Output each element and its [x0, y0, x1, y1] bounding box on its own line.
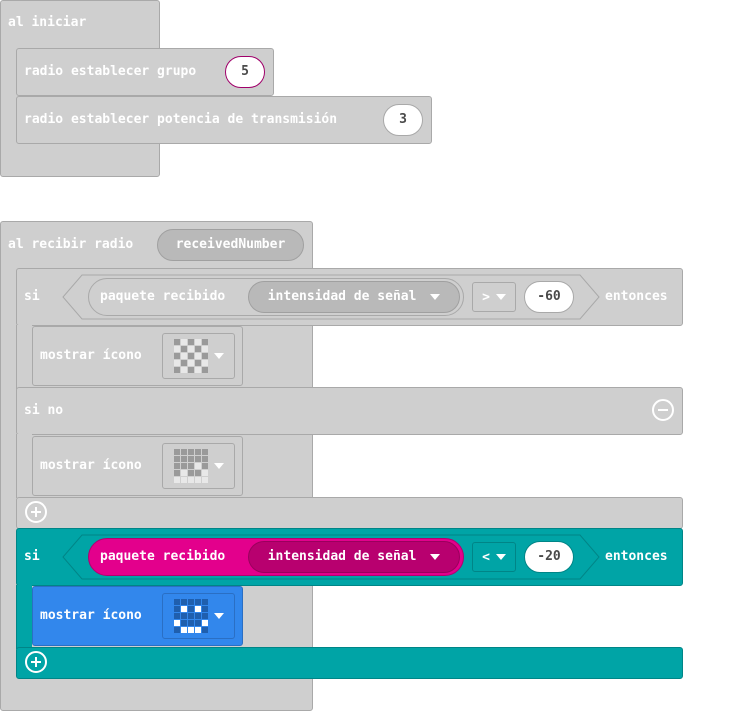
radio-group-value-input[interactable]: 5	[225, 56, 265, 88]
if-2-operator-dropdown[interactable]: <	[472, 542, 516, 572]
dropdown-arrow-icon	[495, 294, 506, 300]
dropdown-arrow-icon	[495, 554, 506, 560]
if-2-property-dropdown[interactable]: intensidad de señal	[248, 541, 460, 573]
radio-set-power-label: radio establecer potencia de transmisión	[24, 112, 338, 127]
if-1-label: si	[24, 289, 40, 304]
else-label: si no	[24, 403, 64, 418]
dropdown-arrow-icon	[430, 293, 441, 300]
led-grid-icon	[173, 599, 208, 633]
if-2-label: si	[24, 549, 40, 564]
if-1-then-label: entonces	[605, 289, 668, 304]
if-2-property-text: intensidad de señal	[267, 549, 417, 564]
add-branch-icon[interactable]	[25, 651, 47, 673]
radio-power-value-input[interactable]: 3	[383, 104, 423, 136]
on-receive-hat-label: al recibir radio	[8, 237, 134, 252]
if-1-icon-picker[interactable]	[162, 333, 235, 379]
if-2-compare-value-input[interactable]: -20	[524, 541, 574, 573]
if-2-packet-label: paquete recibido	[100, 549, 226, 564]
led-grid-icon	[173, 339, 208, 373]
dropdown-arrow-icon	[430, 553, 441, 560]
if-1-property-dropdown[interactable]: intensidad de señal	[248, 281, 460, 313]
if-1-compare-value-input[interactable]: -60	[524, 281, 574, 313]
else-icon-picker[interactable]	[162, 443, 235, 489]
radio-set-power-block[interactable]	[16, 96, 432, 144]
dropdown-arrow-icon	[213, 463, 224, 469]
else-body-spine	[16, 434, 32, 498]
if-2-show-icon-label: mostrar ícono	[40, 608, 142, 623]
else-show-icon-label: mostrar ícono	[40, 458, 142, 473]
if-2-body-spine	[16, 585, 32, 649]
received-number-param[interactable]: receivedNumber	[157, 229, 304, 261]
if-2-then-label: entonces	[605, 549, 668, 564]
if-1-property-text: intensidad de señal	[267, 289, 417, 304]
if-2-bottom	[16, 647, 683, 679]
if-2-operator-text: <	[482, 549, 490, 565]
if-1-body-spine	[16, 325, 32, 389]
dropdown-arrow-icon	[213, 613, 224, 619]
add-branch-icon[interactable]	[25, 501, 47, 523]
if-1-operator-dropdown[interactable]: >	[472, 282, 516, 312]
led-grid-icon	[173, 449, 208, 483]
radio-set-group-label: radio establecer grupo	[24, 64, 197, 79]
else-row[interactable]	[16, 387, 683, 435]
if-2-icon-picker[interactable]	[162, 593, 235, 639]
if-1-operator-text: >	[482, 289, 490, 305]
dropdown-arrow-icon	[213, 353, 224, 359]
on-start-hat-label: al iniciar	[8, 15, 87, 30]
if-1-packet-label: paquete recibido	[100, 289, 226, 304]
if-1-bottom	[16, 497, 683, 529]
remove-else-icon[interactable]	[652, 399, 674, 421]
if-1-show-icon-label: mostrar ícono	[40, 348, 142, 363]
